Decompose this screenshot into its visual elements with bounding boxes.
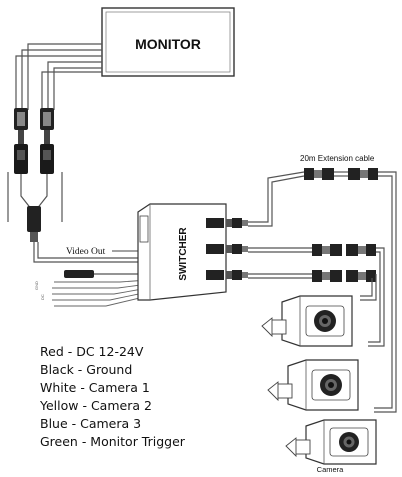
extension-cable-row2: [248, 244, 385, 347]
camera-2: [267, 359, 359, 411]
extension-cable-label: 20m Extension cable: [300, 154, 375, 163]
camera-3: [285, 419, 377, 465]
extension-cable-top: 20m Extension cable: [248, 154, 397, 413]
switcher-unit: SWITCHER: [137, 203, 227, 301]
power-wires: GND DC: [34, 270, 149, 307]
legend-yellow: Yellow - Camera 2: [39, 398, 152, 413]
svg-text:DC: DC: [40, 294, 45, 300]
camera-1: [261, 295, 353, 347]
legend-white: White - Camera 1: [40, 380, 150, 395]
legend-black: Black - Ground: [40, 362, 132, 377]
camera-label: Camera: [317, 465, 345, 474]
monitor-label: MONITOR: [135, 36, 201, 52]
switcher-label: SWITCHER: [178, 227, 189, 281]
legend-green: Green - Monitor Trigger: [40, 434, 186, 449]
monitor-unit: MONITOR: [101, 7, 235, 77]
monitor-cables: [15, 43, 102, 110]
switcher-output-connectors: [226, 218, 248, 280]
extension-cable-row3: [248, 270, 377, 301]
legend-red: Red - DC 12-24V: [40, 344, 144, 359]
y-splitter: [20, 174, 148, 263]
svg-text:GND: GND: [34, 281, 39, 290]
legend-blue: Blue - Camera 3: [40, 416, 141, 431]
rca-connectors-upper: [14, 108, 54, 174]
cable-side-labels: [7, 172, 63, 222]
wire-color-legend: Red - DC 12-24V Black - Ground White - C…: [39, 344, 186, 449]
video-out-label: Video Out: [66, 247, 106, 257]
